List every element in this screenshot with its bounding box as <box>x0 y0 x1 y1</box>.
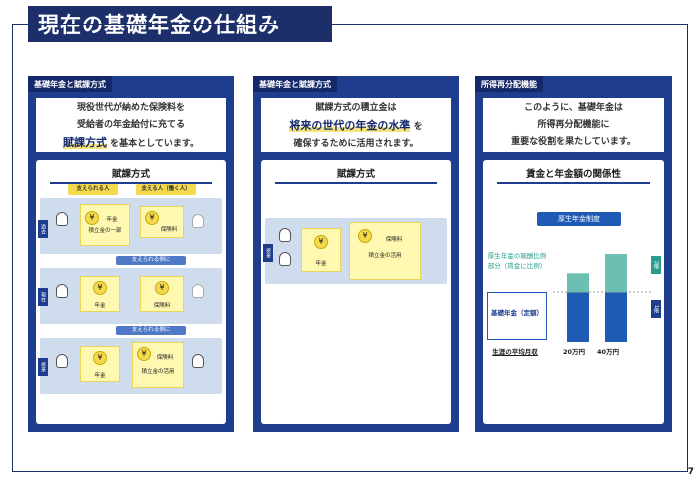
arrow-label: 支えられる側に <box>116 326 186 335</box>
desc-line: 賦課方式の積立金は <box>315 103 397 113</box>
panel-redistribution: 所得再分配機能 このように、基礎年金は 所得再分配機能に 重要な役割を果たしてい… <box>475 76 672 432</box>
pension-label: 年金 <box>106 217 118 223</box>
bar-base <box>567 292 589 342</box>
coin-icon: ¥ <box>314 235 328 249</box>
reserve-use-label: 積立金の活用 <box>368 253 402 259</box>
label-upper: 厚生年金の報酬比例部分（賃金に比例） <box>487 252 547 270</box>
coin-icon: ¥ <box>137 347 151 361</box>
side-tag-past: 過去 <box>38 220 48 238</box>
reserve-use-label: 積立金の活用 <box>141 369 175 375</box>
desc-line: 重要な役割を果たしています。 <box>511 137 636 147</box>
insurance-label: 保険料 <box>160 227 178 233</box>
desc-line: 所得再分配機能に <box>537 120 610 130</box>
side-tag-future: 将来 <box>38 358 48 376</box>
pill-receive: 支えられる人 <box>68 184 118 195</box>
bar-chart <box>553 254 653 342</box>
x-axis-label: 生涯の平均月収 <box>492 348 538 356</box>
panel-description: このように、基礎年金は 所得再分配機能に 重要な役割を果たしています。 <box>483 98 664 152</box>
person-icon <box>192 354 204 368</box>
bar-upper <box>605 254 627 293</box>
pension-box: ¥ 年金 <box>301 228 341 272</box>
insurance-label: 保険料 <box>153 303 171 309</box>
desc-tail: を <box>413 122 423 132</box>
panel-reserve: 基礎年金と賦課方式 賦課方式の積立金は 将来の世代の年金の水準 を 確保するため… <box>253 76 459 432</box>
reserve-box: ¥ 保険料 積立金の活用 <box>349 222 421 280</box>
card-title: 賦課方式 <box>336 169 375 180</box>
desc-tail: を基本としています。 <box>110 139 199 149</box>
diagram-card: 賦課方式 支えられる人 支える人（働く人） ¥ 年金 積立金の一部 ¥ 保険料 … <box>36 160 226 424</box>
person-icon <box>56 212 68 226</box>
panel-description: 現役世代が納めた保険料を 受給者の年金給付に充てる 賦課方式 を基本としています… <box>36 98 226 152</box>
title-underline <box>497 182 650 184</box>
panel-tag: 基礎年金と賦課方式 <box>253 76 337 92</box>
coin-icon: ¥ <box>93 351 107 365</box>
person-icon <box>279 228 291 242</box>
panel-fukahoshiki: 基礎年金と賦課方式 現役世代が納めた保険料を 受給者の年金給付に充てる 賦課方式… <box>28 76 234 432</box>
floor2-tag: 2階 <box>651 256 661 274</box>
bar-base <box>605 292 627 342</box>
pension-label: 年金 <box>94 373 106 379</box>
arrow-label: 支えられる側に <box>116 256 186 265</box>
desc-line: このように、基礎年金は <box>524 103 623 113</box>
chart-header: 厚生年金制度 <box>537 212 621 226</box>
row-now: ¥ 年金 ¥ 保険料 <box>40 268 222 324</box>
desc-highlight: 賦課方式 <box>63 136 107 149</box>
title-underline <box>275 182 437 184</box>
card-title: 賦課方式 <box>111 169 150 180</box>
coin-icon: ¥ <box>358 229 372 243</box>
bar-upper <box>567 273 589 293</box>
desc-highlight: 将来の世代の年金の水準 <box>289 119 411 132</box>
desc-line: 確保するために活用されます。 <box>293 139 419 149</box>
content-frame <box>12 24 688 472</box>
person-icon <box>56 284 68 298</box>
panel-description: 賦課方式の積立金は 将来の世代の年金の水準 を 確保するために活用されます。 <box>261 98 451 152</box>
desc-line: 受給者の年金給付に充てる <box>76 120 185 130</box>
row-past: ¥ 年金 積立金の一部 ¥ 保険料 <box>40 198 222 254</box>
pension-box: ¥ 年金 <box>80 276 120 312</box>
panel-tag: 基礎年金と賦課方式 <box>28 76 112 92</box>
coin-icon: ¥ <box>93 281 107 295</box>
card-title: 賃金と年金額の関係性 <box>525 169 621 180</box>
side-tag-now: 現在 <box>38 288 48 306</box>
pension-label: 年金 <box>315 261 327 267</box>
panel-tag: 所得再分配機能 <box>475 76 543 92</box>
person-icon <box>192 214 204 228</box>
x-tick-label: 40万円 <box>596 348 620 356</box>
row-future: ¥ 年金 ¥ 保険料 積立金の活用 <box>40 338 222 394</box>
coin-icon: ¥ <box>85 211 99 225</box>
pill-support: 支える人（働く人） <box>136 184 196 195</box>
person-icon <box>192 284 204 298</box>
person-icon <box>279 252 291 266</box>
label-lower: 基礎年金（定額） <box>487 292 547 340</box>
pension-box: ¥ 年金 積立金の一部 <box>80 204 130 246</box>
insurance-label: 保険料 <box>156 355 174 361</box>
side-tag-future: 将来 <box>263 244 273 262</box>
page-number: 7 <box>687 467 694 477</box>
title-underline <box>50 182 212 184</box>
insurance-label: 保険料 <box>385 237 403 243</box>
insurance-box: ¥ 保険料 <box>140 276 184 312</box>
coin-icon: ¥ <box>145 211 159 225</box>
desc-line: 現役世代が納めた保険料を <box>76 103 185 113</box>
floor1-tag: 1階 <box>651 300 661 318</box>
insurance-box: ¥ 保険料 <box>140 206 184 238</box>
pension-label: 年金 <box>94 303 106 309</box>
reserve-label: 積立金の一部 <box>88 228 122 234</box>
chart-card: 賃金と年金額の関係性 厚生年金制度 厚生年金の報酬比例部分（賃金に比例） 基礎年… <box>483 160 664 424</box>
x-tick-label: 20万円 <box>562 348 586 356</box>
reserve-box: ¥ 保険料 積立金の活用 <box>132 342 184 388</box>
person-icon <box>56 354 68 368</box>
diagram-card: 賦課方式 ¥ 年金 ¥ 保険料 積立金の活用 将来 <box>261 160 451 424</box>
pension-box: ¥ 年金 <box>80 346 120 382</box>
row-future: ¥ 年金 ¥ 保険料 積立金の活用 <box>265 218 447 284</box>
coin-icon: ¥ <box>155 281 169 295</box>
